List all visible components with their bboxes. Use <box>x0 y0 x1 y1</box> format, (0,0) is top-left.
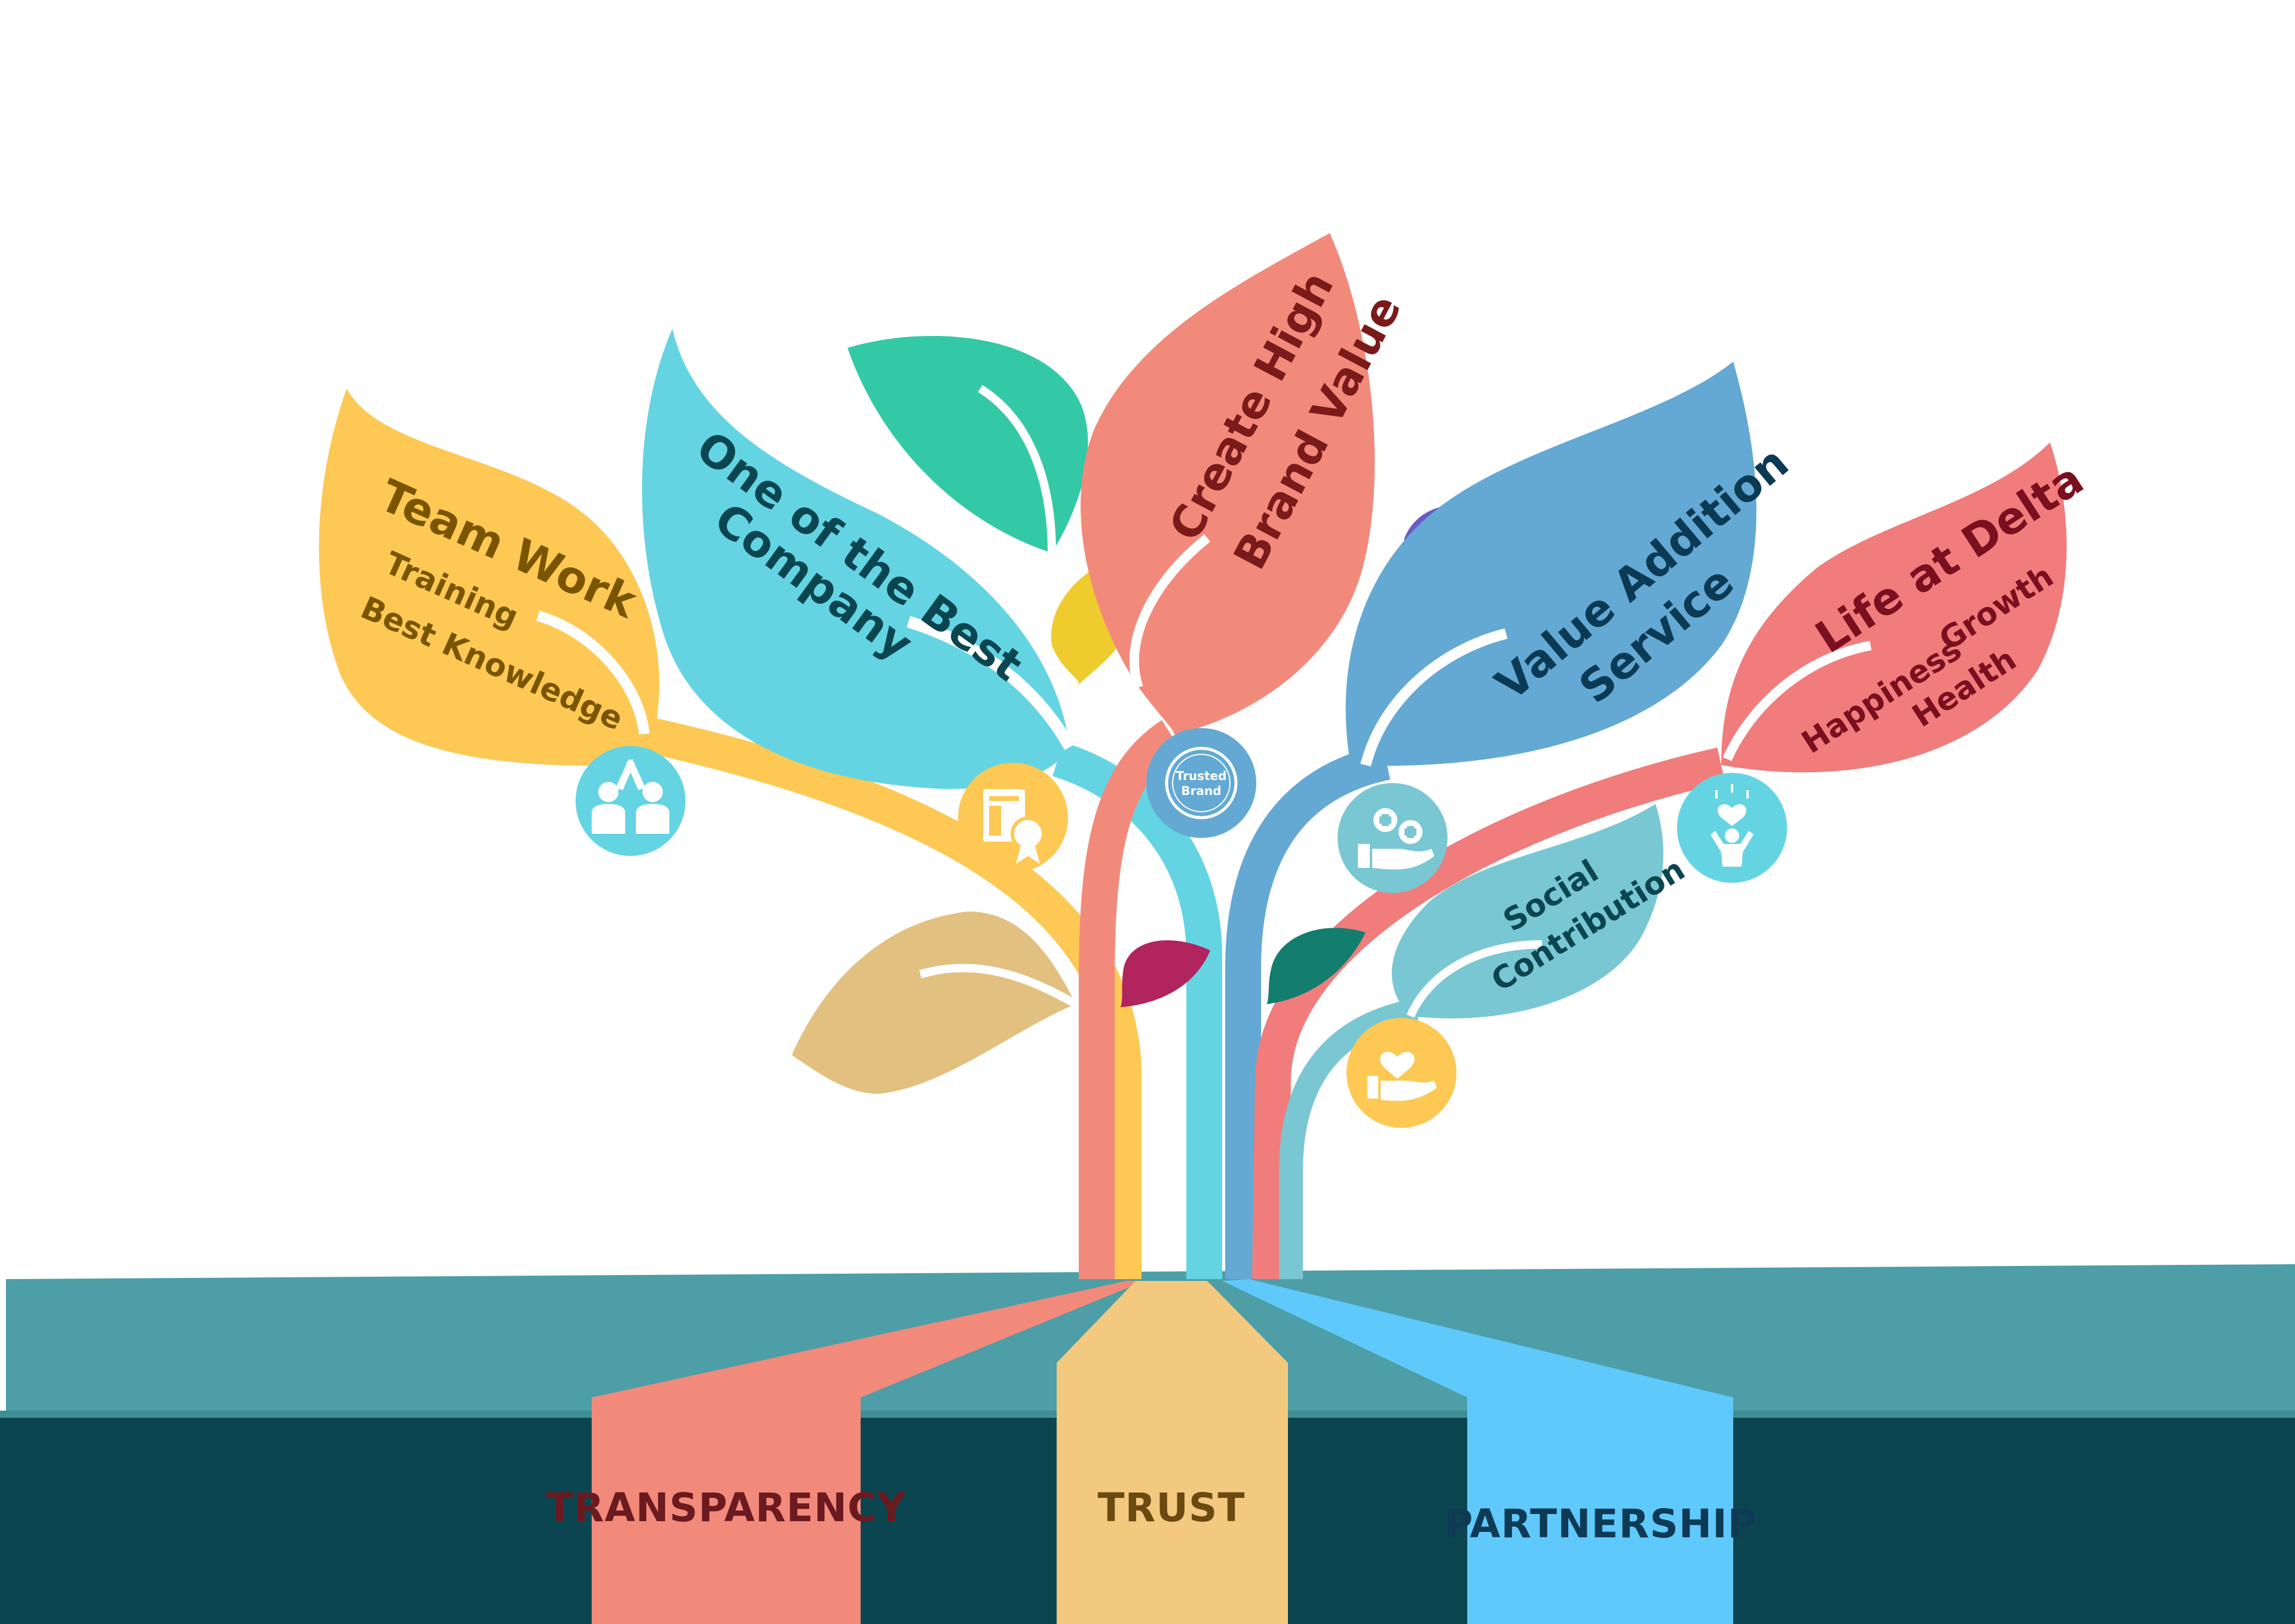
pillar-partnership-label: PARTNERSHIP <box>1444 1501 1757 1547</box>
team-high-five-icon <box>592 759 669 834</box>
trusted-brand-text2: Brand <box>1181 784 1221 798</box>
trusted-brand-text1: Trusted <box>1176 769 1227 783</box>
trusted-brand-seal-icon: Trusted Brand <box>1165 747 1238 819</box>
leaf-value-addition-vein <box>1360 628 1508 767</box>
award-badge <box>958 763 1068 873</box>
pillar-transparency <box>592 1281 1145 1624</box>
leaf-value-addition <box>1345 362 1757 766</box>
hand-giving-love-icon <box>1367 1051 1437 1101</box>
stem-teal <box>1279 998 1419 1279</box>
award-certificate-icon <box>983 789 1045 864</box>
person-with-heart-icon <box>1710 784 1754 867</box>
leaf-green-vein <box>978 385 1056 553</box>
happiness-badge <box>1677 773 1787 883</box>
leaf-social-vein <box>1406 940 1543 1018</box>
charity-badge <box>1347 1018 1456 1128</box>
leaf-life-at-delta-vein <box>1722 641 1872 761</box>
leaf-team-work-vein <box>536 610 650 735</box>
stem-blue <box>1225 744 1391 1279</box>
icon-badges: Trusted Brand <box>576 728 1787 1128</box>
medical-badge-circle <box>1338 783 1448 893</box>
main-leaves: Team Work Training Best Knowledge One of… <box>319 233 2092 1019</box>
leaf-magenta-decor <box>1121 940 1210 1007</box>
leaf-best-company <box>642 329 1070 789</box>
leaf-brand-value-vein <box>1129 534 1211 689</box>
leaf-tan-decor <box>792 912 1076 1094</box>
stem-cyan <box>1052 742 1222 1279</box>
team-badge <box>576 746 686 856</box>
happiness-badge-circle <box>1677 773 1787 883</box>
leaf-tan-vein <box>919 964 1078 1008</box>
pillar-partnership <box>1222 1279 1733 1624</box>
leaf-best-company-vein <box>907 616 1075 750</box>
leaf-green-decor <box>847 335 1088 553</box>
trusted-brand-badge-circle <box>1146 728 1256 838</box>
stem-salmon <box>1079 720 1182 1279</box>
stems <box>640 716 1725 1280</box>
leaf-life-at-delta <box>1721 442 2067 773</box>
pillar-transparency-label: TRANSPARENCY <box>546 1485 907 1531</box>
trusted-brand-badge: Trusted Brand <box>1146 728 1256 838</box>
leaf-team-work <box>319 389 660 766</box>
leaf-darkgreen-decor <box>1267 928 1366 1004</box>
leaf-brand-value <box>1081 233 1375 735</box>
medical-badge <box>1338 783 1448 893</box>
hand-with-medical-plus-icon <box>1358 808 1434 870</box>
pillar-trust <box>1057 1281 1288 1624</box>
pillar-trust-label: TRUST <box>1098 1485 1246 1531</box>
pillars: TRANSPARENCY TRUST PARTNERSHIP <box>546 1279 1757 1624</box>
